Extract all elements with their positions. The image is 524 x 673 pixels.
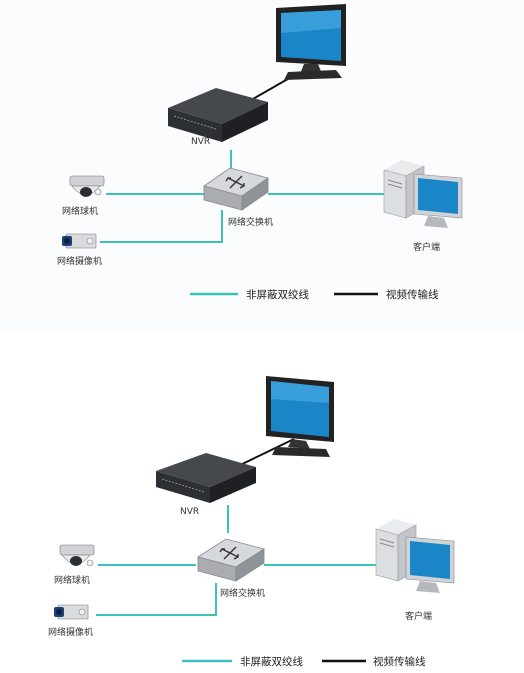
client-label: 客户端 [413,243,441,253]
legend-network-label: 非屏蔽双绞线 [240,656,303,668]
client-pc-icon [383,160,463,228]
dome-camera-label: 网络球机 [54,576,91,586]
cable-boxcam-switch [100,210,223,243]
box-camera-label: 网络摄像机 [57,257,103,267]
nvr-icon [168,88,268,142]
legend-video-label: 视频传输线 [386,289,439,301]
dome-camera-icon [69,175,105,197]
legend-video-label: 视频传输线 [373,656,426,668]
diagram-canvas-bottom [54,376,455,663]
switch-icon [203,167,269,211]
client-pc-icon [375,519,455,593]
diagram-canvas-top [62,4,463,296]
legend-network-label: 非屏蔽双绞线 [246,289,309,301]
box-camera-icon [62,233,97,249]
switch-label: 网络交换机 [228,218,274,228]
box-camera-label: 网络摄像机 [48,628,94,638]
monitor-icon [276,4,346,80]
monitor-icon [266,376,334,457]
nvr-icon [156,453,256,503]
switch-label: 网络交换机 [220,589,266,599]
box-camera-icon [54,604,89,620]
dome-camera-label: 网络球机 [62,207,99,217]
client-label: 客户端 [405,612,433,622]
nvr-label: NVR [180,507,200,517]
switch-icon [197,538,265,582]
network-diagram-bottom: NVR 网络球机 网络摄像机 网络交换机 客户端 非屏蔽双绞线 视频传输线 [0,343,524,673]
cable-boxcam-switch [96,583,217,616]
nvr-label: NVR [191,137,211,147]
cable-monitor-nvr [235,438,295,468]
dome-camera-icon [59,544,95,567]
network-diagram-top: NVR 网络球机 网络摄像机 网络交换机 客户端 非屏蔽双绞线 视频传输线 [0,0,524,330]
